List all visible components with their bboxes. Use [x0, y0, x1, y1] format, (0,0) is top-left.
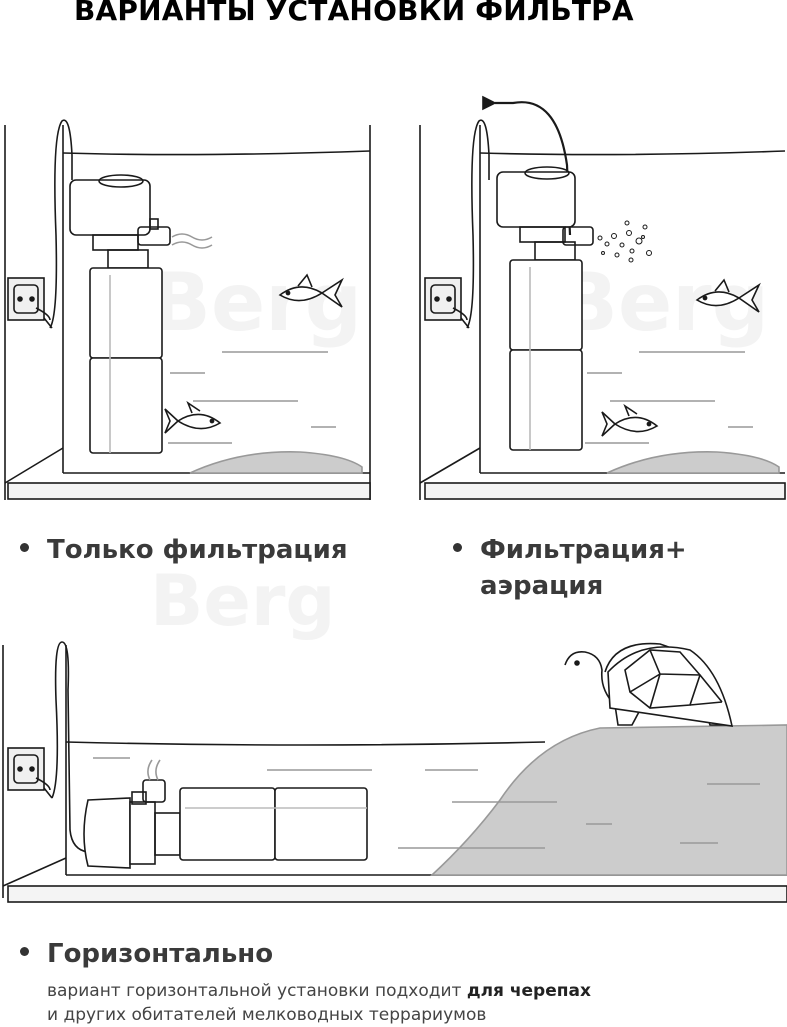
page-title: ВАРИАНТЫ УСТАНОВКИ ФИЛЬТРА	[74, 0, 634, 27]
illustration-horizontal: Berg	[2, 560, 787, 903]
bullet-icon	[20, 947, 29, 956]
description-bold: для черепах	[466, 981, 591, 1001]
option-label-line2: аэрация	[480, 571, 604, 601]
description-text: вариант горизонтальной установки подходи…	[47, 981, 467, 1001]
option-label: Горизонтально	[47, 939, 274, 969]
illustration-filtration-aeration: Berg	[419, 95, 786, 500]
bullet-icon	[20, 543, 29, 552]
option-filtration-only: Только фильтрация	[20, 532, 348, 568]
option-filtration-aeration: Фильтрация+ аэрация	[453, 532, 687, 604]
option-label-line1: Фильтрация+	[480, 535, 687, 565]
option-label: Только фильтрация	[47, 535, 348, 565]
bullet-icon	[453, 543, 462, 552]
watermark-text: Berg	[557, 256, 769, 349]
illustration-filtration-only: Berg	[4, 119, 371, 500]
watermark-text: Berg	[150, 560, 335, 642]
description-line2: и других обитателей мелководных террариу…	[47, 1005, 487, 1025]
option-horizontal: Горизонтально	[20, 936, 273, 972]
horizontal-description: вариант горизонтальной установки подходи…	[47, 979, 747, 1027]
watermark-text: Berg	[150, 256, 362, 349]
